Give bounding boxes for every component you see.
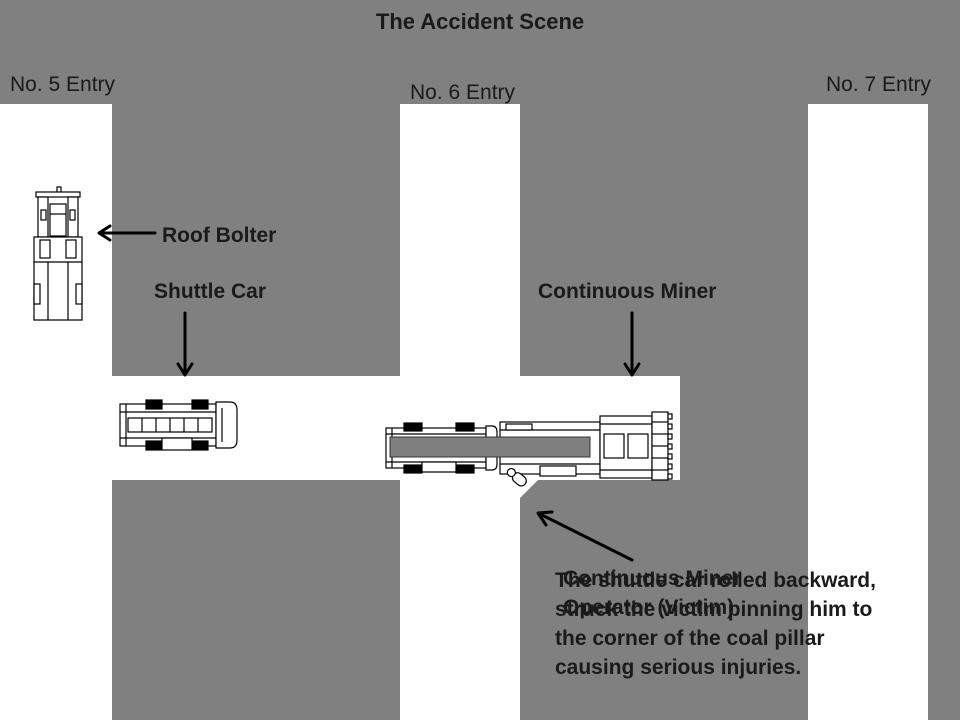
shuttle-car-wheel [403,422,423,432]
arrow-head [97,224,112,242]
entry-no-5-label: No. 5 Entry [10,73,116,96]
arrow-shaft [538,512,634,562]
entry-no-7-opening [808,104,928,720]
entry-no-7-label: No. 7 Entry [826,73,932,96]
miner-detail [603,433,625,459]
roof-bolter-drawing [33,186,83,321]
miner-cutter-bit [667,463,673,470]
accident-note-line: struck the victim pinning him to [555,598,873,621]
roof-bolter-wheel [75,283,83,305]
arrow-head [536,510,554,527]
arrow-head [623,362,641,377]
victim-arrow [536,510,634,562]
accident-note-line: causing serious injuries. [555,656,802,679]
miner-cutter-bit [667,453,673,460]
victim-callout-line: Operator (Victim) [563,596,735,619]
miner-cutter-bit [667,423,673,430]
miner-cutter-bit [667,473,673,480]
shuttle-car-wheel [145,399,163,410]
shuttle-car-arrow [176,311,194,377]
continuous-miner-arrow [623,311,641,377]
victim-icon [506,467,527,487]
accident-note-line: The shuttle car rolled backward, [555,569,876,592]
accident-note-line: the corner of the coal pillar [555,627,825,650]
shuttle-car-frame-part [161,437,193,451]
shuttle-car-wheel [455,464,475,474]
miner-detail [539,465,577,477]
roof-bolter-detail [39,239,51,259]
roof-bolter-label: Roof Bolter [162,224,277,247]
shuttle-car-wheel [191,399,209,410]
shuttle-car-drawing [119,399,238,451]
miner-detail [627,433,649,459]
victim-callout: Continuous Miner Operator (Victim) [563,564,741,622]
entry-no-6-label: No. 6 Entry [410,81,516,104]
roof-bolter-detail [65,239,77,259]
continuous-miner-label: Continuous Miner [538,280,717,303]
miner-cutter-bit [667,433,673,440]
miner-cutter-bit [667,413,673,420]
shuttle-car-cab [215,401,238,449]
victim-body [511,472,527,487]
roof-bolter-canopy [35,191,81,198]
shuttle-car-wheel [403,464,423,474]
roof-bolter-wheel [33,283,41,305]
roof-bolter-drill [40,209,47,221]
roof-bolter-center [49,203,67,237]
shuttle-car-frame-part [421,461,457,473]
miner-cutter-bit [667,443,673,450]
accident-note: The shuttle car rolled backward, struck … [555,566,876,682]
shuttle-car-label: Shuttle Car [154,280,267,303]
diagram-title: The Accident Scene [375,9,585,34]
shuttle-car-wheel [145,440,163,451]
roof-bolter-drill [69,209,76,221]
victim-head [506,467,516,478]
miner-detail [505,423,533,431]
shuttle-car-wheel [455,422,475,432]
continuous-miner-drawing [389,411,673,481]
victim-callout-line: Continuous Miner [563,567,742,590]
shuttle-car-wheel [191,440,209,451]
arrow-head [176,362,194,377]
roof-bolter-arrow [97,224,157,242]
miner-conveyor-boom [389,436,591,458]
